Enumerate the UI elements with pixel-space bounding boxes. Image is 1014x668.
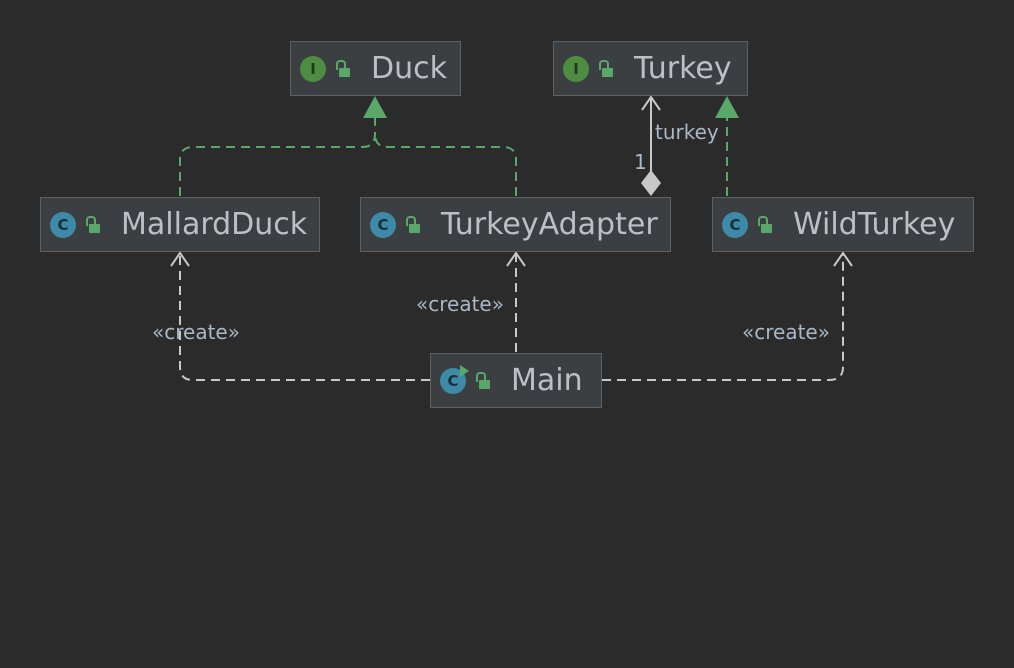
edge-mallardduck-realizes-duck[interactable] bbox=[179, 118, 376, 196]
composition-diamond bbox=[641, 170, 661, 196]
node-label: Main bbox=[511, 363, 583, 398]
node-wildturkey[interactable]: C WildTurkey bbox=[712, 197, 974, 252]
realization-arrowhead-turkey bbox=[715, 96, 739, 118]
dependency-arrow-turkeyadapter bbox=[506, 251, 526, 267]
interface-icon: I bbox=[300, 55, 326, 82]
node-label: Duck bbox=[371, 51, 447, 86]
node-label: WildTurkey bbox=[793, 207, 956, 242]
public-lock-icon bbox=[598, 59, 614, 78]
interface-icon: I bbox=[563, 55, 589, 82]
node-mallardduck[interactable]: C MallardDuck bbox=[40, 197, 320, 252]
multiplicity-label: 1 bbox=[634, 150, 647, 174]
stereotype-label-create-adapter: «create» bbox=[416, 292, 504, 316]
node-turkey[interactable]: I Turkey bbox=[553, 41, 748, 96]
public-lock-icon bbox=[757, 215, 773, 234]
node-label: TurkeyAdapter bbox=[441, 207, 658, 242]
edge-turkeyadapter-realizes-duck[interactable] bbox=[374, 133, 517, 196]
public-lock-icon bbox=[475, 371, 491, 390]
class-icon: C bbox=[50, 211, 76, 238]
edge-main-creates-mallardduck[interactable] bbox=[179, 254, 430, 381]
node-label: Turkey bbox=[634, 51, 732, 86]
stereotype-label-create-wild: «create» bbox=[742, 320, 830, 344]
realization-arrowhead-duck bbox=[363, 96, 387, 118]
dependency-arrow-wildturkey bbox=[833, 251, 853, 267]
dependency-arrow-mallardduck bbox=[170, 251, 190, 267]
node-label: MallardDuck bbox=[121, 207, 308, 242]
run-marker-icon bbox=[460, 364, 469, 377]
role-label-turkey: turkey bbox=[655, 120, 719, 144]
public-lock-icon bbox=[335, 59, 351, 78]
node-duck[interactable]: I Duck bbox=[290, 41, 461, 96]
public-lock-icon bbox=[85, 215, 101, 234]
composition-open-arrow bbox=[641, 95, 661, 111]
edge-main-creates-wildturkey[interactable] bbox=[602, 254, 844, 381]
class-icon: C bbox=[722, 211, 748, 238]
public-lock-icon bbox=[405, 215, 421, 234]
class-icon: C bbox=[370, 211, 396, 238]
stereotype-label-create-mallard: «create» bbox=[152, 320, 240, 344]
node-turkeyadapter[interactable]: C TurkeyAdapter bbox=[360, 197, 671, 252]
node-main[interactable]: C Main bbox=[430, 353, 602, 408]
runnable-class-icon: C bbox=[440, 364, 469, 394]
